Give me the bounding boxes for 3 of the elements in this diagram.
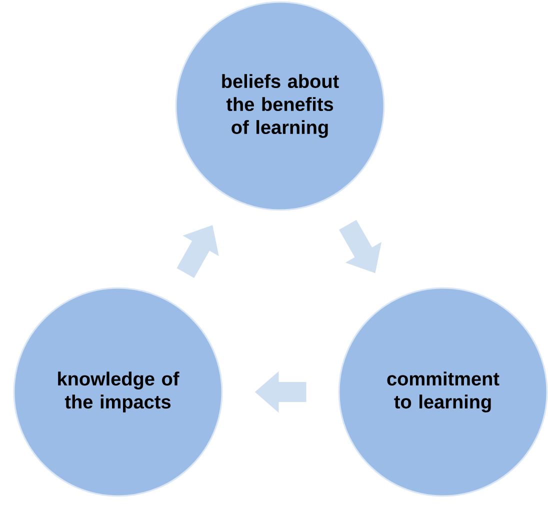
circle-node: commitment to learning [338, 287, 548, 497]
circle-node: beliefs about the benefits of learning [175, 1, 385, 211]
circle-node: knowledge of the impacts [13, 287, 223, 497]
